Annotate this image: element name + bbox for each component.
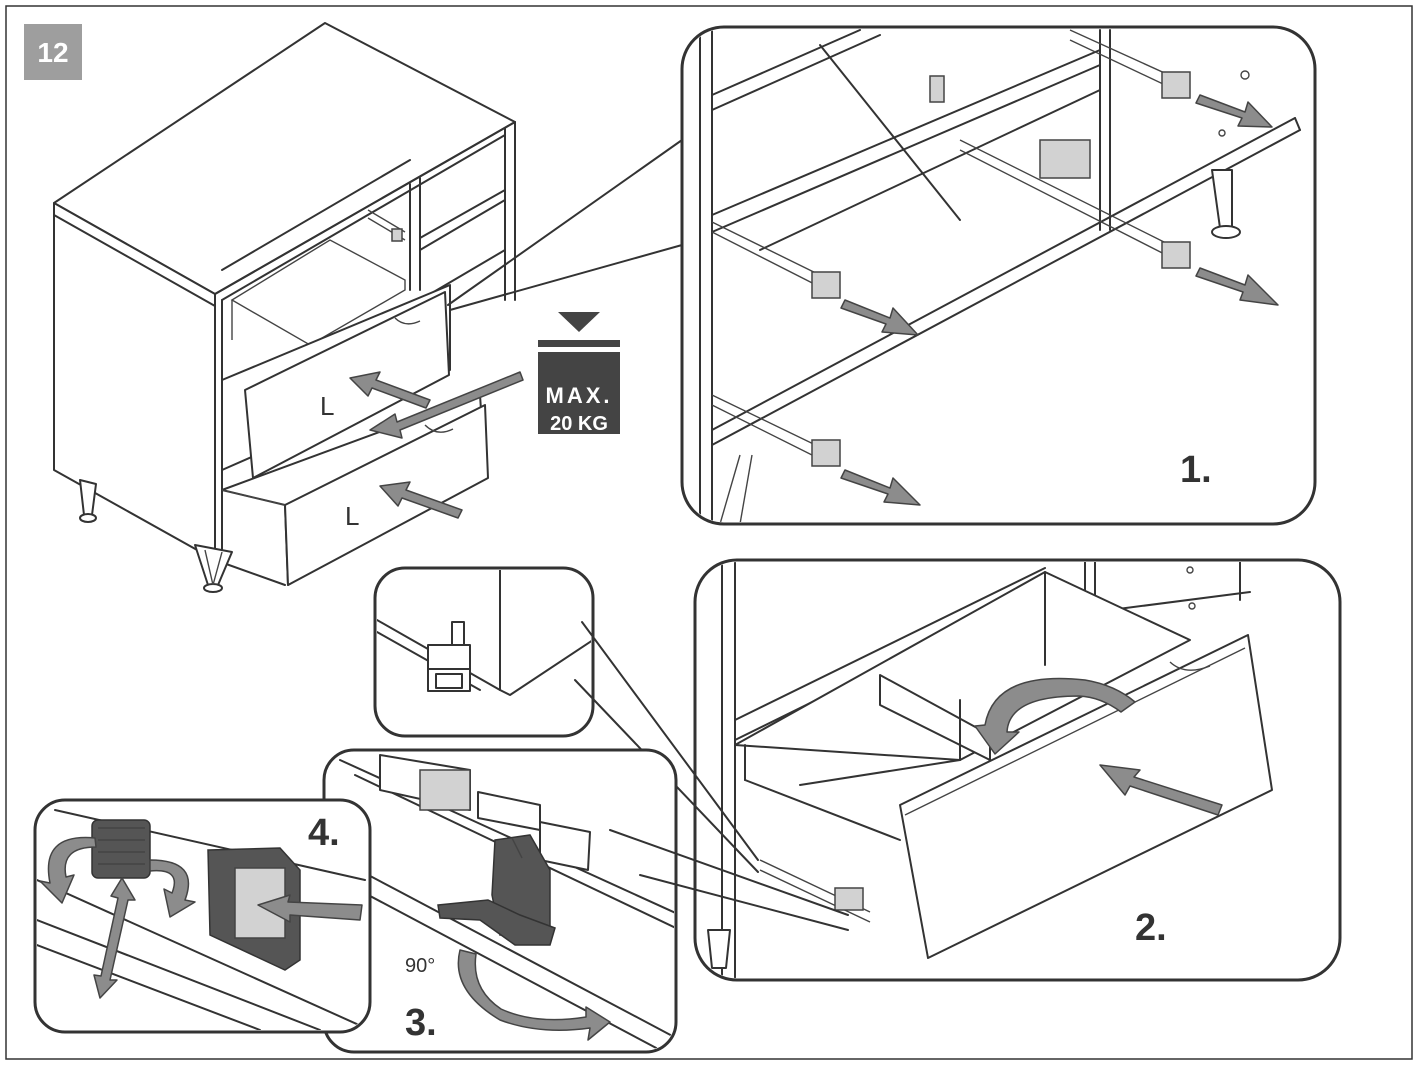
step-label-2: 2.: [1135, 907, 1167, 949]
weight-block: [538, 352, 620, 434]
arrow-rail-3: [1195, 267, 1279, 306]
drawer-label-lower: L: [345, 501, 359, 531]
step-number: 12: [37, 37, 68, 68]
arrow-rotate-right: [149, 859, 196, 918]
arrow-pull-out: [369, 371, 524, 439]
arrow-push-lower: [379, 481, 463, 519]
arrow-pull-upper: [349, 371, 431, 409]
detail-panel-4: 4.: [33, 798, 372, 1034]
detail-panel-3: 90° 3.: [322, 748, 849, 1054]
arrow-rotate-left: [39, 836, 97, 904]
weight-label-max: MAX.: [546, 383, 613, 408]
step-label-1: 1.: [1180, 449, 1212, 491]
angle-label: 90°: [405, 955, 435, 977]
weight-limit-icon: MAX. 20 KG: [538, 312, 620, 435]
down-triangle-icon: [558, 312, 600, 332]
detail-panel-2: 2.: [693, 558, 1342, 982]
arrow-rotate-90: [457, 949, 611, 1041]
arrow-rail-1: [840, 299, 919, 336]
arrow-rotate-divider: [974, 677, 1136, 755]
arrow-rail-4: [840, 469, 921, 506]
step-label-3: 3.: [405, 1002, 437, 1044]
clip-inset: [373, 566, 759, 873]
arrow-push-drawer: [1099, 764, 1223, 816]
arrow-push-clip: [257, 894, 363, 923]
drawer-label-upper: L: [320, 391, 334, 421]
weight-label-kg: 20 KG: [550, 413, 608, 435]
arrow-rail-2: [1195, 94, 1273, 128]
detail-panel-1: 1.: [680, 25, 1317, 526]
cabinet-overview: L L: [53, 22, 683, 593]
arrow-adjust-vertical: [93, 877, 136, 999]
step-label-4: 4.: [308, 812, 340, 854]
step-badge: 12: [24, 24, 82, 80]
